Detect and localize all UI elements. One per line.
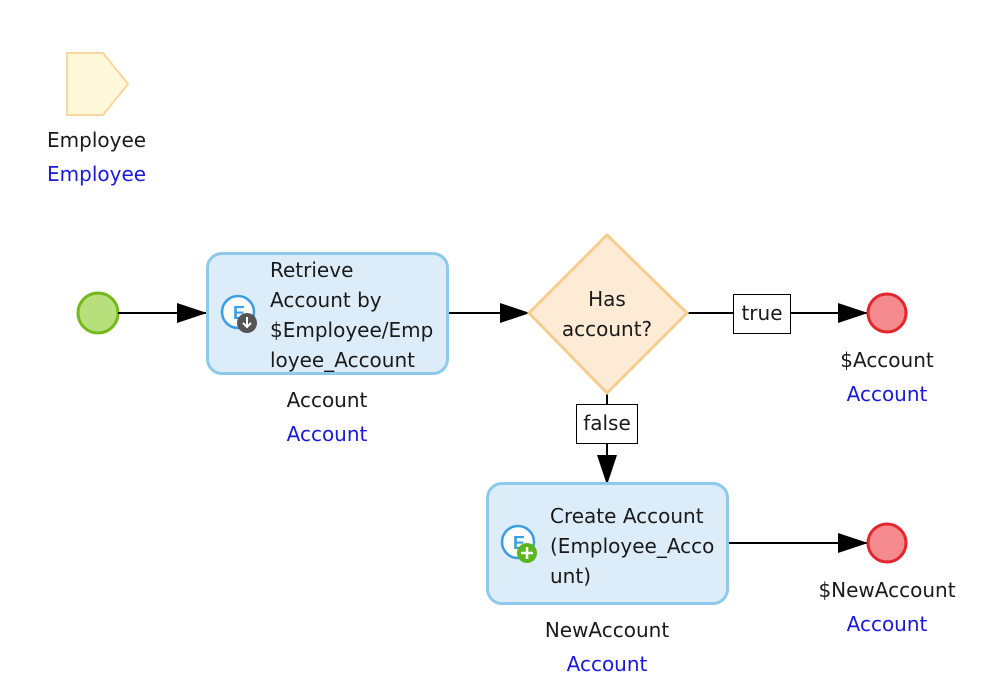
create-activity[interactable]: E Create Account (Employee_Acco unt) <box>486 482 729 605</box>
create-caption-line-1: Create Account <box>550 504 704 528</box>
start-event[interactable] <box>76 291 120 335</box>
retrieve-caption-line-1: Retrieve <box>270 258 354 282</box>
end-account-name: $Account <box>840 348 934 372</box>
create-caption-line-2: (Employee_Acco <box>550 534 715 558</box>
retrieve-caption-line-2: Account by <box>270 288 382 312</box>
end-new-account-name: $NewAccount <box>818 578 956 602</box>
end-event-new-account[interactable] <box>866 522 908 564</box>
decision-caption: Has account? <box>562 284 652 344</box>
retrieve-caption-line-3: $Employee/Emp <box>270 318 434 342</box>
retrieve-entity-icon: E <box>220 294 257 333</box>
retrieve-output-name: Account <box>286 388 368 412</box>
flow-label-false[interactable]: false <box>576 404 638 444</box>
create-output-type: Account <box>566 652 648 676</box>
create-entity-icon: E <box>500 524 537 563</box>
create-caption-line-3: unt) <box>550 564 591 588</box>
parameter-name: Employee <box>47 128 147 152</box>
parameter-type: Employee <box>47 162 147 186</box>
retrieve-output-type: Account <box>286 422 368 446</box>
retrieve-activity[interactable]: E Retrieve Account by $Employee/Emp loye… <box>206 252 449 375</box>
decision-caption-line-2: account? <box>561 317 653 341</box>
end-new-account-type: Account <box>846 612 928 636</box>
create-output-name: NewAccount <box>544 618 670 642</box>
end-account-type: Account <box>846 382 928 406</box>
retrieve-caption-line-4: loyee_Account <box>270 348 415 372</box>
flow-label-true[interactable]: true <box>733 294 791 334</box>
decision-caption-line-1: Has <box>588 287 626 311</box>
parameter-shape[interactable] <box>66 52 130 116</box>
end-event-account[interactable] <box>866 292 908 334</box>
decision-diamond[interactable] <box>526 232 690 396</box>
